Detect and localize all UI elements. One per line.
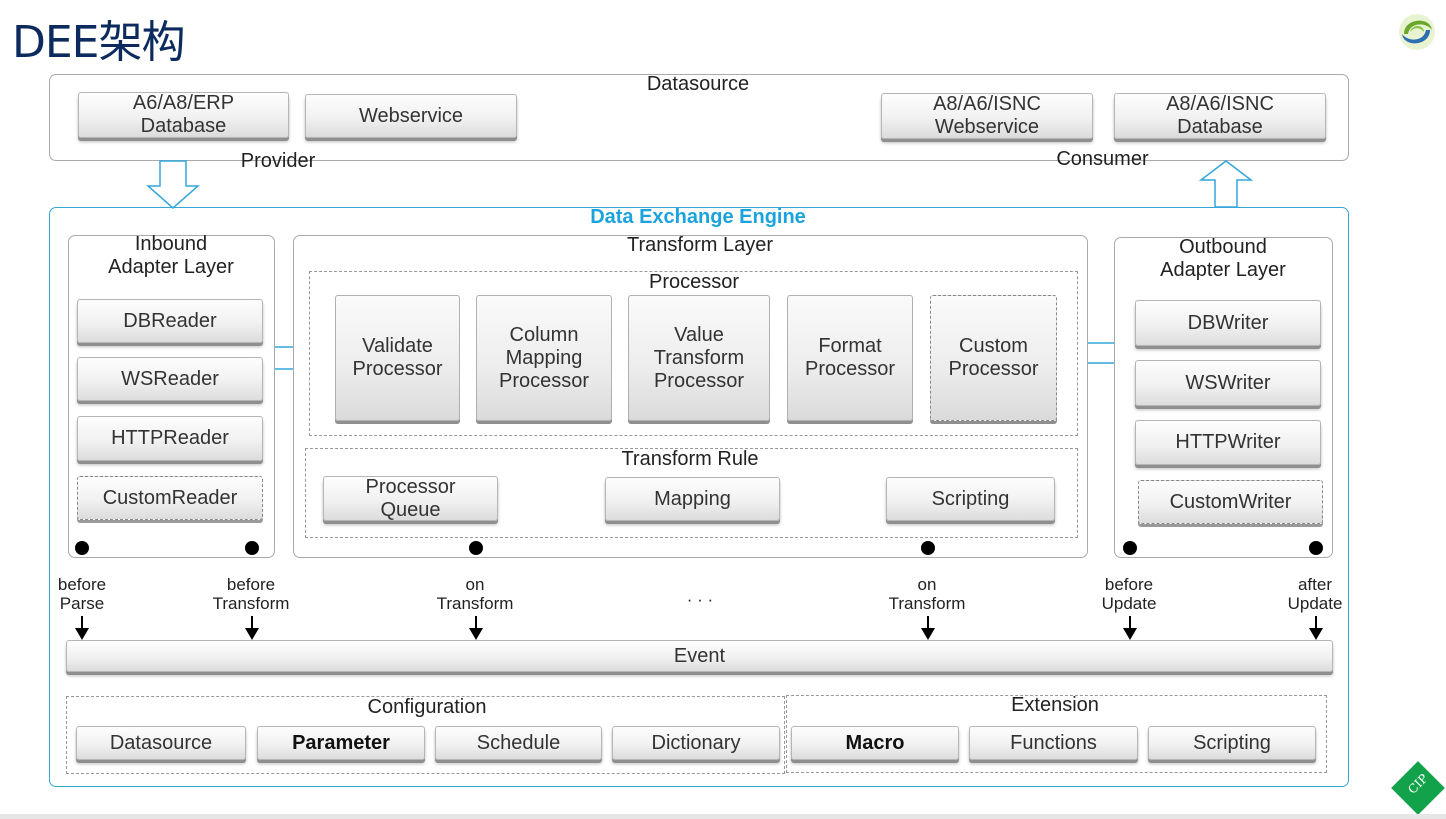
rule-processor-queue: Processor Queue xyxy=(323,476,498,521)
consumer-item-isnc-database: A8/A6/ISNC Database xyxy=(1114,93,1326,139)
ext-functions: Functions xyxy=(969,726,1138,760)
event-label-before-update: before Update xyxy=(1101,575,1157,613)
event-label-after-update: after Update xyxy=(1287,575,1343,613)
engine-title: Data Exchange Engine xyxy=(590,206,806,228)
consumer-item-isnc-webservice: A8/A6/ISNC Webservice xyxy=(881,93,1093,139)
config-dictionary: Dictionary xyxy=(612,726,780,760)
hook-arrow-line xyxy=(927,616,929,630)
writer-http: HTTPWriter xyxy=(1135,420,1321,465)
event-label-on-transform: on Transform xyxy=(888,575,966,613)
inbound-title: Inbound Adapter Layer xyxy=(108,233,234,278)
processor-title: Processor xyxy=(648,271,740,293)
event-bar: Event xyxy=(66,640,1333,672)
hook-dot xyxy=(469,541,483,555)
processor-column-mapping: Column Mapping Processor xyxy=(476,295,612,421)
hook-arrow-line xyxy=(475,616,477,630)
datasource-title: Datasource xyxy=(646,73,750,95)
writer-db: DBWriter xyxy=(1135,300,1321,346)
ext-scripting: Scripting xyxy=(1148,726,1316,760)
reader-db: DBReader xyxy=(77,299,263,343)
rule-mapping: Mapping xyxy=(605,477,780,521)
configuration-title: Configuration xyxy=(367,696,487,718)
provider-label: Provider xyxy=(240,150,316,172)
rule-scripting: Scripting xyxy=(886,477,1055,521)
hook-arrow-line xyxy=(1315,616,1317,630)
writer-ws: WSWriter xyxy=(1135,360,1321,406)
writer-custom: CustomWriter xyxy=(1138,480,1323,524)
arrow-down-icon xyxy=(75,628,89,640)
config-parameter: Parameter xyxy=(257,726,425,760)
processor-format: Format Processor xyxy=(787,295,913,421)
transform-rule-group xyxy=(305,448,1078,538)
cip-badge: CIP xyxy=(1391,761,1445,815)
arrow-down-icon xyxy=(245,628,259,640)
down-arrow-icon xyxy=(146,160,200,209)
arrow-down-icon xyxy=(921,628,935,640)
hook-dot xyxy=(921,541,935,555)
hook-dot xyxy=(1309,541,1323,555)
footer-rule xyxy=(0,814,1446,819)
transform-title: Transform Layer xyxy=(627,234,773,256)
reader-http: HTTPReader xyxy=(77,416,263,461)
transform-rule-title: Transform Rule xyxy=(621,448,759,470)
provider-item-erp-database: A6/A8/ERP Database xyxy=(78,92,289,138)
company-logo-icon xyxy=(1399,14,1435,50)
reader-ws: WSReader xyxy=(77,357,263,401)
processor-value-transform: Value Transform Processor xyxy=(628,295,770,421)
up-arrow-icon xyxy=(1198,160,1254,208)
hook-arrow-line xyxy=(251,616,253,630)
reader-custom: CustomReader xyxy=(77,476,263,520)
ext-macro: Macro xyxy=(791,726,959,760)
consumer-label: Consumer xyxy=(1056,148,1149,170)
hook-dot xyxy=(75,541,89,555)
arrow-down-icon xyxy=(469,628,483,640)
event-label-before-parse: before Parse xyxy=(57,575,107,613)
configuration-group xyxy=(66,696,785,774)
event-label-before-transform: before Transform xyxy=(212,575,290,613)
extension-title: Extension xyxy=(1011,694,1099,716)
event-label-on-transform: on Transform xyxy=(436,575,514,613)
page-title: DEE架构 xyxy=(12,17,185,68)
processor-custom: Custom Processor xyxy=(930,295,1057,421)
extension-group xyxy=(786,695,1327,773)
hook-arrow-line xyxy=(1129,616,1131,630)
outbound-title: Outbound Adapter Layer xyxy=(1160,236,1286,281)
provider-item-webservice: Webservice xyxy=(305,94,517,138)
arrow-down-icon xyxy=(1123,628,1137,640)
config-datasource: Datasource xyxy=(76,726,246,760)
event-ellipsis: · · · xyxy=(686,590,714,609)
arrow-down-icon xyxy=(1309,628,1323,640)
hook-arrow-line xyxy=(81,616,83,630)
data-exchange-engine-panel xyxy=(49,207,1349,787)
config-schedule: Schedule xyxy=(435,726,602,760)
processor-group xyxy=(309,271,1078,436)
hook-dot xyxy=(245,541,259,555)
processor-validate: Validate Processor xyxy=(335,295,460,421)
hook-dot xyxy=(1123,541,1137,555)
